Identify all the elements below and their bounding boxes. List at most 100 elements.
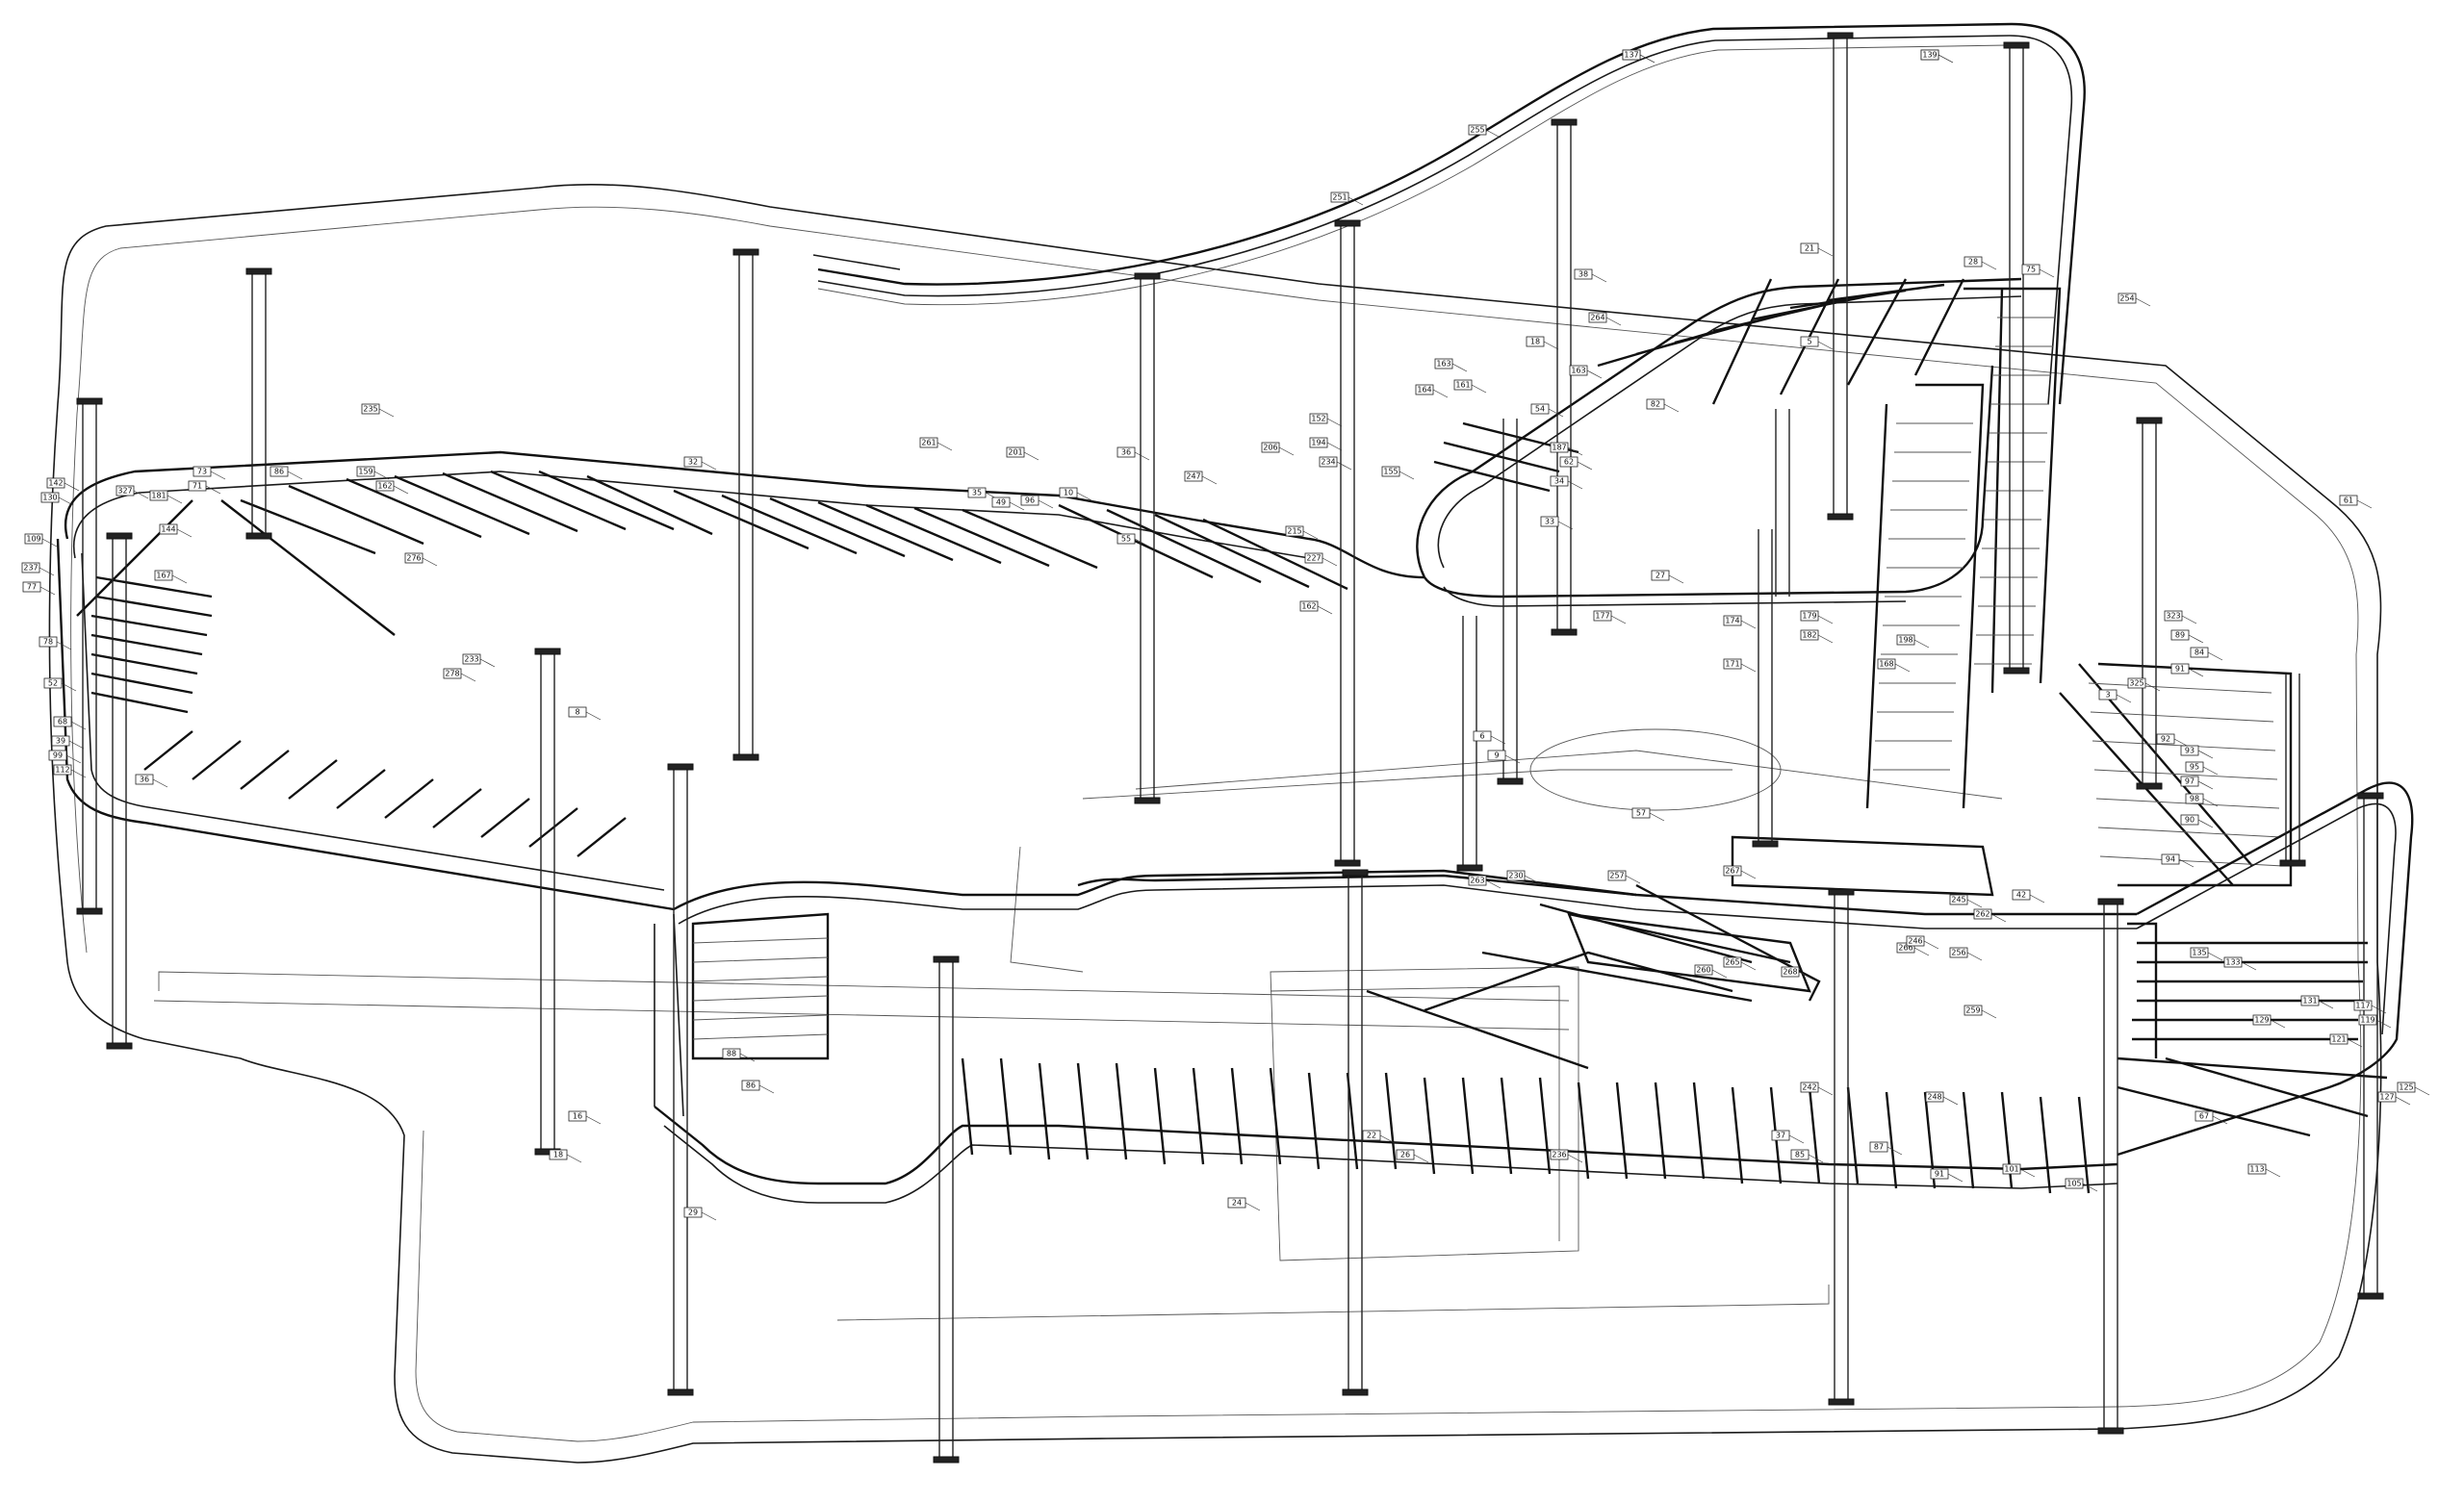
callout-42: 42: [2012, 889, 2045, 904]
callout-text: 88: [727, 1050, 736, 1058]
callout-36: 36: [135, 774, 168, 788]
callout-101: 101: [2002, 1163, 2036, 1178]
callout-text: 251: [1332, 193, 1347, 202]
callout-text: 236: [1552, 1151, 1566, 1159]
callout-201: 201: [1006, 446, 1040, 461]
callout-323: 323: [2164, 610, 2197, 624]
callout-labels: 2532522552512128752543826418163161164152…: [21, 49, 2430, 1221]
callout-text: 5: [1807, 338, 1811, 346]
callout-text: 75: [2026, 266, 2036, 274]
callout-text: 261: [921, 439, 936, 447]
callout-text: 95: [2190, 763, 2199, 772]
callout-text: 171: [1725, 660, 1739, 669]
callout-text: 139: [1922, 51, 1937, 60]
callout-text: 82: [1651, 400, 1660, 409]
callout-37: 37: [1771, 1130, 1805, 1144]
callout-text: 91: [2175, 665, 2185, 674]
callout-254: 254: [2118, 293, 2151, 307]
callout-text: 77: [27, 583, 37, 592]
callout-text: 234: [1321, 458, 1335, 467]
callout-text: 174: [1725, 617, 1739, 625]
callout-text: 68: [58, 718, 67, 726]
callout-90: 90: [2180, 814, 2214, 828]
callout-262: 262: [1973, 908, 2007, 923]
callout-327: 327: [116, 485, 149, 499]
callout-text: 3: [2105, 691, 2110, 700]
callout-162: 162: [1299, 600, 1333, 615]
callout-144: 144: [159, 523, 192, 538]
callout-168: 168: [1877, 658, 1911, 673]
callout-text: 21: [1805, 244, 1814, 253]
left-upper-deck: [56, 450, 1425, 911]
callout-32: 32: [683, 456, 717, 471]
callout-text: 131: [2302, 997, 2317, 1006]
callout-171: 171: [1723, 658, 1757, 673]
callout-text: 10: [1064, 489, 1073, 497]
callout-227: 227: [1304, 552, 1338, 567]
callout-265: 265: [1723, 956, 1757, 971]
callout-text: 129: [2254, 1016, 2269, 1025]
callout-242: 242: [1800, 1082, 1834, 1096]
callout-text: 18: [553, 1151, 563, 1159]
callout-113: 113: [2247, 1163, 2281, 1178]
callout-text: 237: [23, 564, 38, 573]
callout-131: 131: [2300, 995, 2334, 1009]
callout-105: 105: [2065, 1178, 2098, 1192]
callout-5: 5: [1800, 336, 1834, 350]
callout-77: 77: [22, 581, 56, 596]
callout-54: 54: [1530, 403, 1564, 418]
callout-text: 18: [1530, 338, 1540, 346]
callout-39: 39: [51, 735, 85, 750]
callout-text: 162: [1301, 602, 1316, 611]
callout-text: 34: [1554, 477, 1564, 486]
callout-18: 18: [549, 1149, 582, 1163]
callout-57: 57: [1631, 807, 1665, 822]
callout-text: 162: [377, 482, 392, 491]
callout-99: 99: [48, 750, 82, 764]
callout-257: 257: [1607, 870, 1641, 884]
callout-8: 8: [568, 706, 602, 721]
callout-33: 33: [1540, 516, 1574, 530]
callout-text: 135: [2192, 949, 2206, 957]
callout-text: 98: [2190, 795, 2199, 803]
callout-28: 28: [1964, 256, 1997, 270]
base-outline: [48, 183, 2382, 1464]
callout-text: 101: [2004, 1165, 2018, 1174]
callout-67: 67: [2194, 1110, 2228, 1125]
callout-text: 29: [688, 1209, 698, 1217]
callout-163: 163: [1569, 365, 1603, 379]
callout-text: 49: [996, 498, 1006, 507]
callout-206: 206: [1261, 442, 1295, 456]
callout-93: 93: [2180, 745, 2214, 759]
callout-text: 276: [406, 554, 421, 563]
callout-91: 91: [2170, 663, 2204, 677]
callout-text: 86: [274, 468, 284, 476]
callout-6: 6: [1473, 730, 1506, 745]
callout-88: 88: [722, 1048, 756, 1062]
callout-187: 187: [1550, 442, 1583, 456]
callout-text: 264: [1590, 314, 1604, 322]
callout-89: 89: [2170, 629, 2204, 644]
callout-91: 91: [1930, 1168, 1964, 1183]
callout-68: 68: [53, 716, 87, 730]
callout-86: 86: [270, 466, 303, 480]
callout-237: 237: [21, 562, 55, 576]
callout-159: 159: [356, 466, 390, 480]
callout-text: 245: [1951, 896, 1965, 904]
callout-text: 256: [1951, 949, 1965, 957]
callout-text: 327: [117, 487, 132, 496]
callout-text: 57: [1636, 809, 1646, 818]
callout-text: 16: [573, 1112, 582, 1121]
callout-text: 112: [55, 766, 69, 775]
callout-text: 325: [2129, 679, 2143, 688]
callout-text: 155: [1383, 468, 1398, 476]
callout-text: 179: [1802, 612, 1816, 621]
callout-text: 278: [445, 670, 459, 678]
callout-text: 194: [1311, 439, 1325, 447]
callout-text: 36: [1121, 448, 1131, 457]
callout-text: 35: [972, 489, 982, 497]
callout-96: 96: [1020, 495, 1054, 509]
callout-text: 67: [2199, 1112, 2209, 1121]
callout-61: 61: [2339, 495, 2373, 509]
callout-255: 255: [1468, 124, 1502, 139]
